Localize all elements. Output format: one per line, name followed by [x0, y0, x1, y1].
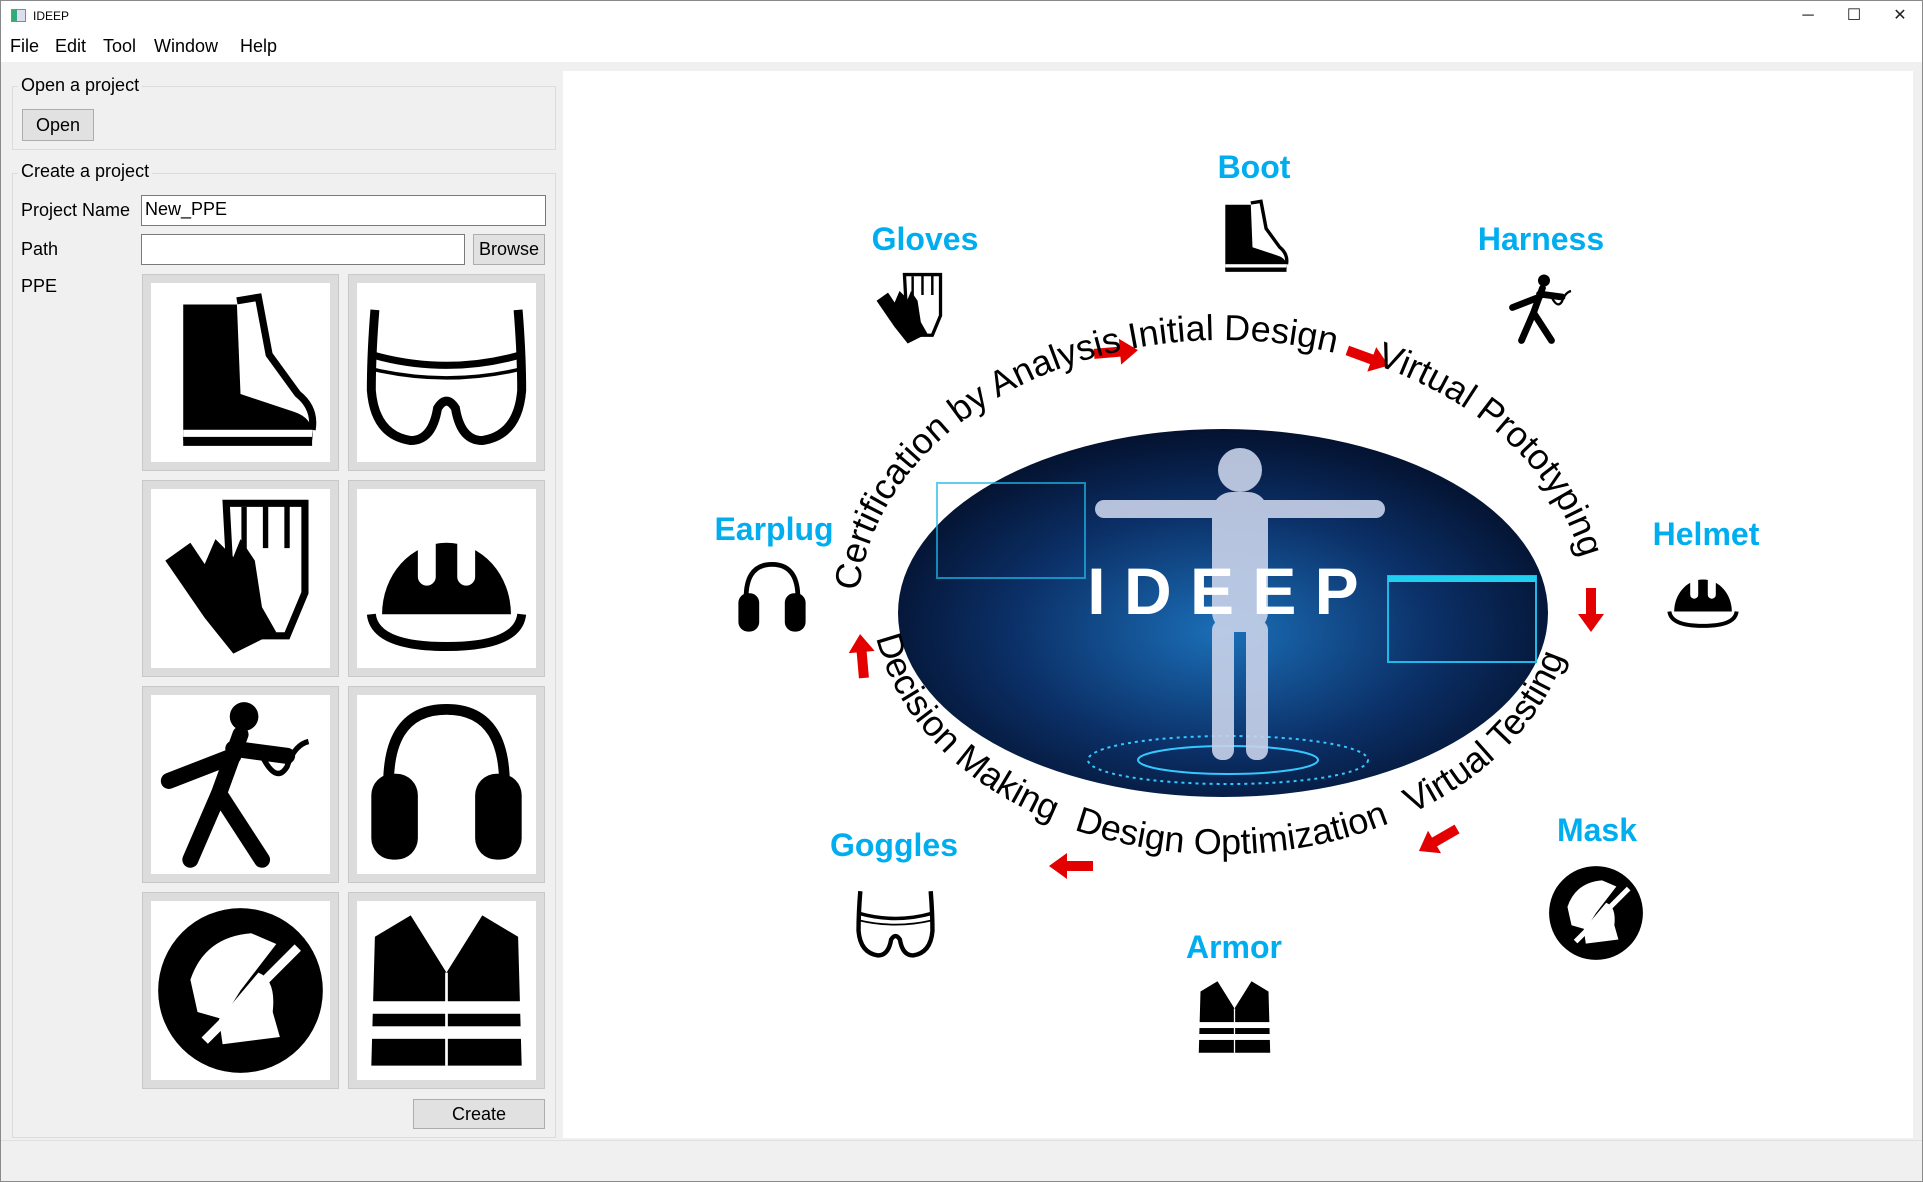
close-icon[interactable]: ✕: [1893, 7, 1907, 24]
harness-icon: [1513, 275, 1572, 341]
ppe-tile-helmet[interactable]: [348, 480, 545, 677]
label-boot: Boot: [1218, 149, 1291, 185]
browse-button[interactable]: Browse: [473, 234, 545, 265]
open-button[interactable]: Open: [22, 109, 94, 141]
cycle-arrow-icon: [1345, 345, 1389, 372]
diagram-canvas: I D E E P Boot Gloves Harness Earplug He…: [563, 71, 1913, 1138]
earmuffs-icon: [738, 564, 805, 631]
menu-tool[interactable]: Tool: [103, 36, 137, 56]
vest-icon: [357, 901, 536, 1080]
boot-icon: [151, 283, 330, 462]
app-icon: [11, 9, 26, 22]
label-goggles: Goggles: [830, 827, 958, 863]
ideep-cycle-diagram: I D E E P Boot Gloves Harness Earplug He…: [714, 149, 1760, 1054]
ppe-tile-gloves[interactable]: [142, 480, 339, 677]
mask-icon: [151, 901, 330, 1080]
goggles-icon: [859, 891, 933, 955]
center-title: I D E E P: [1087, 554, 1358, 628]
ppe-tile-goggles[interactable]: [348, 274, 545, 471]
menu-file[interactable]: File: [10, 36, 40, 56]
mask-icon: [1549, 866, 1643, 960]
project-name-label: Project Name: [21, 200, 131, 220]
gloves-icon: [874, 272, 943, 346]
vest-icon: [1198, 980, 1271, 1054]
center-image: I D E E P: [898, 429, 1548, 797]
menu-help[interactable]: Help: [240, 36, 278, 56]
boot-icon: [1223, 199, 1289, 274]
label-helmet: Helmet: [1653, 516, 1760, 552]
ppe-tile-boot[interactable]: [142, 274, 339, 471]
project-name-input[interactable]: New_PPE: [141, 195, 546, 226]
goggles-icon: [357, 283, 536, 462]
earmuffs-icon: [357, 695, 536, 874]
gloves-icon: [151, 489, 330, 668]
label-mask: Mask: [1557, 812, 1637, 848]
menu-window[interactable]: Window: [154, 36, 219, 56]
create-button[interactable]: Create: [413, 1099, 545, 1129]
status-bar: [0, 1140, 1923, 1182]
cycle-design-optimization: Design Optimization: [1071, 792, 1392, 862]
cycle-arrow-icon: [1093, 338, 1138, 365]
label-gloves: Gloves: [872, 221, 979, 257]
open-project-title: Open a project: [18, 75, 143, 96]
cycle-initial-design: Initial Design: [1125, 307, 1343, 361]
title-bar: IDEEP ─ ☐ ✕: [0, 0, 1923, 30]
helmet-icon: [1669, 567, 1736, 626]
cycle-arrow-icon: [1418, 824, 1460, 854]
create-project-group: [12, 173, 556, 1138]
menu-edit[interactable]: Edit: [55, 36, 87, 56]
menu-bar: File Edit Tool Window Help: [0, 30, 1923, 62]
ppe-tile-vest[interactable]: [348, 892, 545, 1089]
harness-icon: [151, 695, 330, 874]
helmet-icon: [357, 489, 536, 668]
open-project-group: [12, 86, 556, 150]
path-label: Path: [21, 239, 59, 259]
label-armor: Armor: [1186, 929, 1282, 965]
path-input[interactable]: [141, 234, 465, 265]
label-harness: Harness: [1478, 221, 1604, 257]
ppe-tile-harness[interactable]: [142, 686, 339, 883]
cycle-arrow-icon: [1049, 853, 1093, 879]
ppe-tile-mask[interactable]: [142, 892, 339, 1089]
ppe-tile-earmuffs[interactable]: [348, 686, 545, 883]
window-title: IDEEP: [33, 9, 70, 23]
maximize-icon[interactable]: ☐: [1846, 7, 1862, 24]
minimize-icon[interactable]: ─: [1802, 7, 1814, 24]
ppe-label: PPE: [21, 276, 58, 296]
label-earplug: Earplug: [714, 511, 833, 547]
cycle-arrow-icon: [848, 634, 875, 679]
cycle-arrow-icon: [1578, 588, 1604, 632]
create-project-title: Create a project: [18, 161, 153, 182]
